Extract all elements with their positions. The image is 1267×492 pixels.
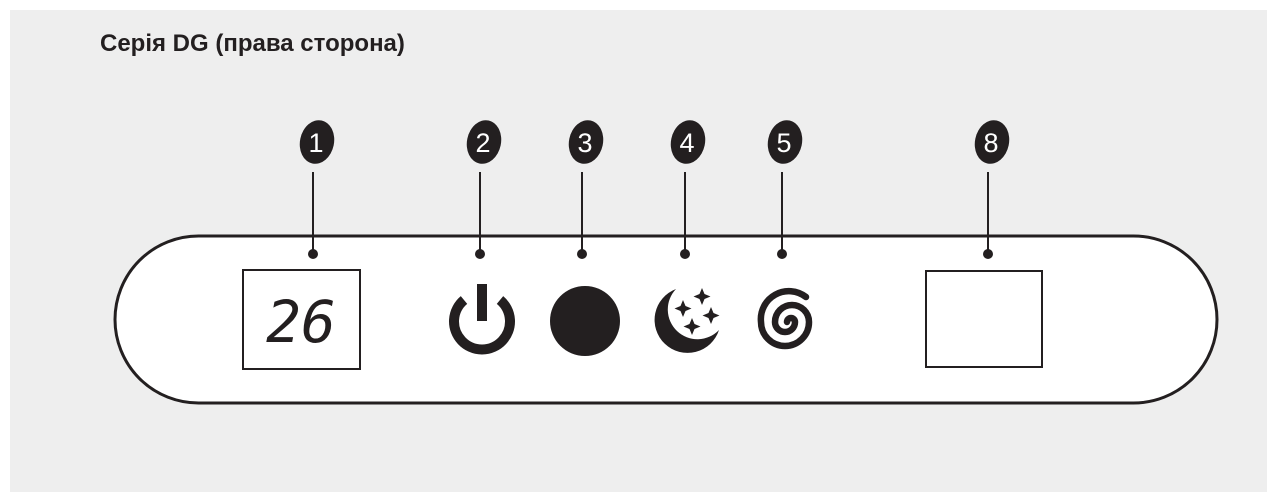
receiver-window	[925, 270, 1043, 368]
swirl-mode-button[interactable]	[757, 287, 813, 350]
temperature-display: 26	[242, 269, 361, 370]
leader-dot-5	[777, 249, 787, 259]
callout-number-3: 3	[577, 128, 592, 158]
display-value: 26	[266, 288, 336, 356]
callout-8: 8	[974, 120, 1010, 164]
leader-lines	[312, 172, 989, 253]
diagram-title: Серія DG (права сторона)	[100, 30, 405, 57]
filled-circle-icon	[550, 286, 620, 356]
leader-dot-3	[577, 249, 587, 259]
leader-dot-4	[680, 249, 690, 259]
callout-number-4: 4	[679, 128, 694, 158]
callout-3: 3	[568, 120, 604, 164]
callout-2: 2	[466, 120, 502, 164]
callout-number-5: 5	[776, 128, 791, 158]
leader-dot-2	[475, 249, 485, 259]
round-button[interactable]	[550, 286, 620, 356]
callout-5: 5	[767, 120, 803, 164]
sleep-mode-button[interactable]	[654, 288, 720, 353]
callout-number-2: 2	[475, 128, 490, 158]
spiral-icon	[757, 287, 813, 350]
power-button[interactable]	[449, 284, 515, 355]
power-icon	[449, 284, 515, 355]
callout-number-1: 1	[308, 128, 323, 158]
leader-dot-8	[983, 249, 993, 259]
callout-4: 4	[670, 120, 706, 164]
leader-dot-1	[308, 249, 318, 259]
callout-1: 1	[299, 120, 335, 164]
leader-dots	[308, 249, 993, 259]
callout-number-8: 8	[983, 128, 998, 158]
moon-stars-icon	[654, 288, 720, 353]
